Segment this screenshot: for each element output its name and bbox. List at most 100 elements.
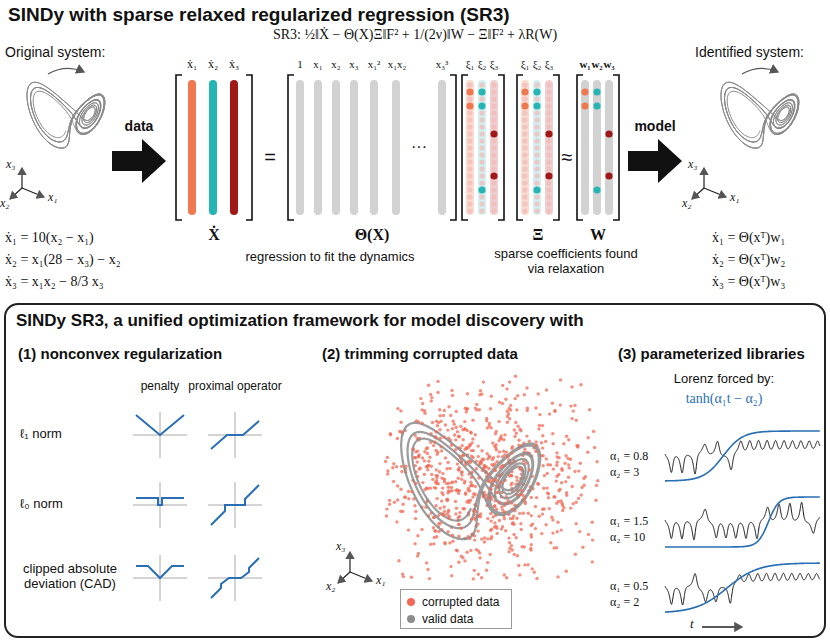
corrupted-point [404, 495, 407, 498]
corrupted-point [474, 433, 477, 436]
label: regression to fit the dynamics [245, 250, 414, 265]
corrupted-point [552, 442, 555, 445]
corrupted-point [508, 541, 511, 544]
axis [703, 168, 704, 188]
corrupted-point [443, 542, 446, 545]
corrupted-point [591, 521, 594, 524]
corrupted-point [478, 551, 481, 554]
coef-dot [479, 110, 484, 115]
corrupted-point [538, 515, 541, 518]
corrupted-point [595, 484, 598, 487]
corrupted-point [523, 497, 526, 500]
corrupted-point [402, 575, 405, 578]
corrupted-point [445, 467, 448, 470]
coef-dot [467, 187, 472, 192]
matrix-bracket [288, 75, 294, 220]
corrupted-point [522, 512, 525, 515]
label: ξ₃ [490, 58, 499, 71]
function-curve [211, 558, 259, 598]
corrupted-point [531, 522, 534, 525]
corrupted-point [447, 405, 450, 408]
corrupted-point [457, 477, 460, 480]
corrupted-point [473, 569, 476, 572]
corrupted-point [553, 409, 556, 412]
coef-dot [467, 131, 472, 136]
coef-dot [546, 124, 551, 129]
coef-dot [546, 89, 551, 94]
corrupted-point [513, 435, 516, 438]
corrupted-point [518, 573, 521, 576]
corrupted-point [485, 419, 488, 422]
coef-dot [534, 138, 539, 143]
corrupted-point [507, 550, 510, 553]
coef-dot [534, 201, 539, 206]
coef-dot [479, 201, 484, 206]
matrix-column [314, 80, 322, 215]
coef-dot [593, 102, 600, 109]
corrupted-point [551, 432, 554, 435]
corrupted-point [534, 406, 537, 409]
corrupted-point [505, 450, 508, 453]
coef-dot [534, 124, 539, 129]
corrupted-point [535, 444, 538, 447]
corrupted-point [578, 530, 581, 533]
corrupted-point [516, 425, 519, 428]
coef-dot [534, 187, 539, 192]
corrupted-point [530, 533, 533, 536]
coef-dot [491, 103, 496, 108]
corrupted-point [453, 433, 456, 436]
corrupted-point [436, 497, 439, 500]
coef-dot [605, 172, 612, 179]
corrupted-point [481, 457, 484, 460]
corrupted-point [542, 487, 545, 490]
corrupted-point [455, 426, 458, 429]
corrupted-point [396, 407, 399, 410]
corrupted-point [388, 503, 391, 506]
coef-dot [534, 82, 539, 87]
corrupted-point [425, 561, 428, 564]
corrupted-point [540, 441, 543, 444]
corrupted-point [567, 463, 570, 466]
label: ẋ₃ [229, 58, 239, 72]
corrupted-point [496, 532, 499, 535]
corrupted-point [414, 482, 417, 485]
coef-dot [546, 110, 551, 115]
corrupted-point [472, 577, 475, 580]
corrupted-point [530, 496, 533, 499]
corrupted-point [559, 403, 562, 406]
valid-data [401, 423, 540, 540]
corrupted-point [464, 493, 467, 496]
corrupted-point [456, 430, 459, 433]
corrupted-point [416, 554, 419, 557]
corrupted-point [523, 393, 526, 396]
coef-dot [522, 82, 527, 87]
corrupted-point [538, 424, 541, 427]
label: x₂ [331, 58, 340, 71]
label: t [690, 617, 694, 632]
corrupted-point [480, 449, 483, 452]
coef-dot [479, 103, 484, 108]
matrix-column [188, 80, 196, 215]
corrupted-point [558, 488, 561, 491]
function-curve [211, 421, 259, 449]
coef-dot [467, 89, 472, 94]
corrupted-point [420, 528, 423, 531]
coef-dot [521, 102, 528, 109]
coef-dot [522, 173, 527, 178]
coef-dot [534, 117, 539, 122]
corrupted-point [385, 507, 388, 510]
label: ẋ₁ = Θ(xᵀ)w₁ [712, 230, 785, 246]
corrupted-point [514, 421, 517, 424]
corrupted-point [500, 505, 503, 508]
corrupted-point [451, 534, 454, 537]
coef-dot [546, 131, 551, 136]
data-arrow [112, 139, 166, 183]
label: x₂ [682, 197, 692, 211]
time-series [665, 573, 820, 605]
corrupted-point [450, 574, 453, 577]
coef-dot [467, 166, 472, 171]
corrupted-point [556, 461, 559, 464]
corrupted-point [396, 484, 399, 487]
corrupted-point [444, 456, 447, 459]
time-series [665, 502, 820, 539]
